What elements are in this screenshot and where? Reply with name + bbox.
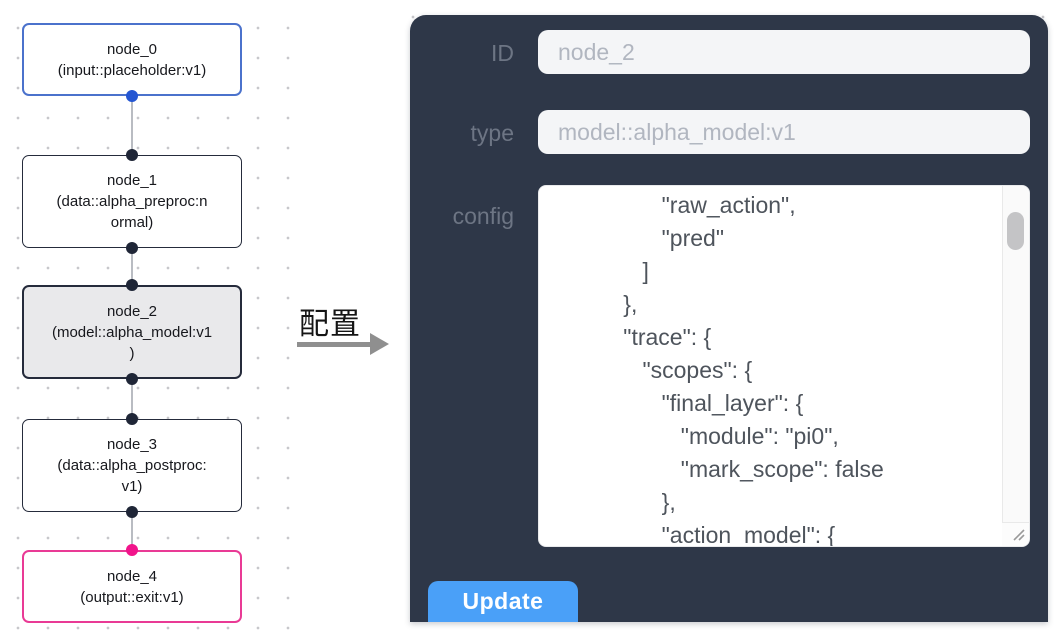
resize-grip-icon: [1013, 529, 1025, 541]
connection-handle-node1-bottom[interactable]: [126, 242, 138, 254]
type-input[interactable]: [538, 110, 1030, 154]
node-type-line: (data::alpha_postproc:: [57, 457, 207, 474]
connection-handle-node1-top[interactable]: [126, 149, 138, 161]
node-node_2-selected[interactable]: node_2 (model::alpha_model:v1 ): [22, 285, 242, 379]
config-field-label: config: [452, 203, 514, 229]
node-title: node_2: [106, 302, 158, 320]
config-json-text: "raw_action", "pred" ] }, "trace": { "sc…: [623, 192, 884, 546]
connection-handle-node2-bottom[interactable]: [126, 373, 138, 385]
node-node_1[interactable]: node_1 (data::alpha_preproc:n ormal): [22, 155, 242, 248]
id-field-label: ID: [491, 40, 514, 66]
textarea-resize-corner[interactable]: [1002, 522, 1029, 546]
node-type-line: (output::exit:v1): [80, 588, 184, 606]
update-button[interactable]: Update: [428, 581, 578, 622]
node-type-line: (model::alpha_model:v1: [51, 323, 213, 341]
configure-annotation-label: 配置: [299, 308, 361, 341]
type-field-label: type: [470, 120, 514, 146]
node-node_4[interactable]: node_4 (output::exit:v1): [22, 550, 242, 623]
node-node_3[interactable]: node_3 (data::alpha_postproc: v1): [22, 419, 242, 512]
right-arrow-head-icon: [370, 333, 389, 355]
node-type-line: (input::placeholder:v1): [57, 61, 207, 79]
connection-handle-node2-top[interactable]: [126, 279, 138, 291]
node-type-line: (data::alpha_preproc:n: [56, 193, 208, 210]
node-title: node_1: [106, 172, 158, 189]
node-type-line: v1): [121, 478, 143, 495]
connection-handle-node0-bottom[interactable]: [126, 90, 138, 102]
node-node_0[interactable]: node_0 (input::placeholder:v1): [22, 23, 242, 96]
config-scrollbar-track[interactable]: [1002, 186, 1029, 546]
node-type-line: ormal): [110, 214, 154, 231]
edge-node1-node2: [131, 248, 133, 285]
edge-node3-node4: [131, 512, 133, 550]
node-title: node_4: [106, 567, 158, 585]
connection-handle-node3-top[interactable]: [126, 413, 138, 425]
connection-handle-node4-top[interactable]: [126, 544, 138, 556]
edge-node2-node3: [131, 379, 133, 419]
config-scrollbar-thumb[interactable]: [1007, 212, 1024, 250]
right-arrow-shaft: [297, 342, 371, 347]
id-input[interactable]: [538, 30, 1030, 74]
node-title: node_3: [106, 436, 158, 453]
config-json-textarea[interactable]: "raw_action", "pred" ] }, "trace": { "sc…: [538, 185, 1030, 547]
edge-node0-node1: [131, 96, 133, 155]
node-config-panel: ID type config "raw_action", "pred" ] },…: [410, 15, 1048, 622]
connection-handle-node3-bottom[interactable]: [126, 506, 138, 518]
node-type-line: ): [129, 344, 135, 362]
node-title: node_0: [106, 40, 158, 58]
